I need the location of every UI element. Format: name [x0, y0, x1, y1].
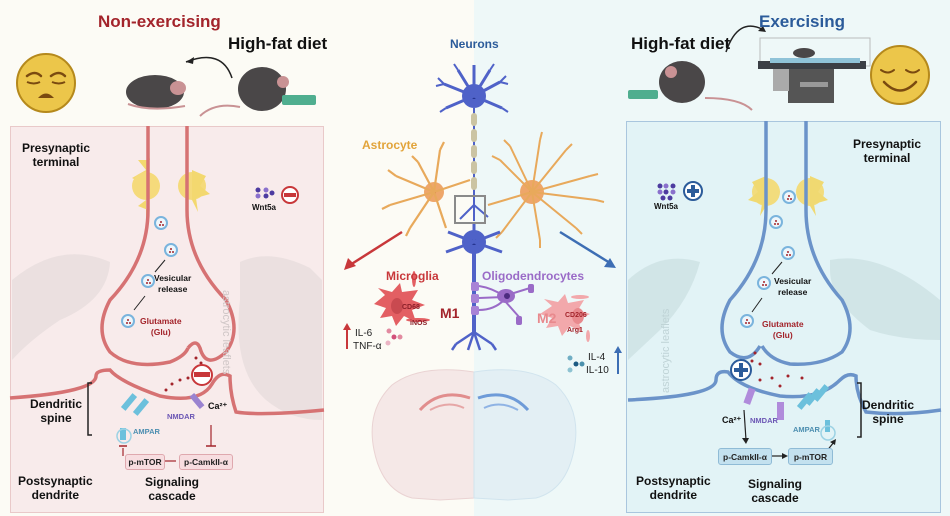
right-title: Exercising	[759, 12, 845, 31]
m1-marker-inos: iNOS	[410, 320, 428, 327]
right-wnt5a-label: Wnt5a	[654, 202, 678, 211]
right-calcium-label: Ca²⁺	[722, 415, 742, 425]
left-presynaptic-line1: Presynaptic	[22, 141, 91, 155]
m1-cytokine-tnfa: TNF-α	[353, 341, 382, 352]
left-glutamate-line1: Glutamate	[140, 316, 182, 326]
left-presynaptic-line2: terminal	[32, 155, 80, 169]
left-mtor-box: p-mTOR	[125, 454, 165, 470]
right-dendritic-line2: spine	[872, 412, 904, 426]
right-ampar-label: AMPAR	[793, 425, 820, 434]
microglia-label: Microglia	[386, 269, 439, 283]
right-vesicular-line1: Vesicular	[774, 276, 812, 286]
left-presynaptic-label: Presynaptic terminal	[22, 141, 90, 169]
m1-marker-cd68: CD68	[402, 304, 420, 311]
right-vesicular-line2: release	[778, 287, 808, 297]
right-postsynaptic-label: Postsynaptic dendrite	[636, 474, 711, 502]
astrocyte-label: Astrocyte	[362, 138, 418, 152]
left-postsynaptic-line1: Postsynaptic	[18, 474, 93, 488]
right-nmdar-label: NMDAR	[750, 416, 778, 425]
oligodendrocytes-label: Oligodendrocytes	[482, 269, 585, 283]
left-title: Non-exercising	[98, 12, 221, 31]
left-dendritic-line1: Dendritic	[30, 397, 83, 411]
left-dendritic-spine-label: Dendritic spine	[30, 397, 82, 425]
left-signaling-label: Signaling cascade	[145, 475, 199, 503]
right-dendritic-spine-label: Dendritic spine	[862, 398, 914, 426]
right-signaling-label: Signaling cascade	[748, 477, 802, 505]
right-glutamate-label: Glutamate (Glu)	[762, 319, 804, 341]
left-postsynaptic-label: Postsynaptic dendrite	[18, 474, 93, 502]
right-astrocytic-leaflets: astrocytic leaflets	[660, 308, 672, 393]
right-camk-box: p-CamkII-α	[718, 448, 772, 465]
right-signaling-line2: cascade	[751, 491, 799, 505]
right-presynaptic-label: Presynaptic terminal	[853, 137, 921, 165]
left-wnt5a-label: Wnt5a	[252, 203, 276, 212]
m2-marker-cd206: CD206	[565, 312, 587, 319]
neurons-label: Neurons	[450, 37, 499, 51]
m2-cytokine-il4: IL-4	[588, 352, 606, 363]
left-vesicular-line2: release	[158, 284, 188, 294]
left-postsynaptic-line2: dendrite	[31, 488, 80, 502]
right-dendritic-line1: Dendritic	[862, 398, 915, 412]
left-nmdar-label: NMDAR	[167, 412, 195, 421]
right-vesicular-label: Vesicular release	[774, 276, 811, 298]
left-camk-box: p-CamkII-α	[179, 454, 233, 470]
right-glutamate-line2: (Glu)	[772, 330, 793, 340]
right-diet-label: High-fat diet	[631, 34, 731, 53]
left-signaling-line2: cascade	[148, 489, 196, 503]
left-astrocytic-leaflets: astrocytic leaflets	[220, 290, 232, 375]
right-presynaptic-line1: Presynaptic	[853, 137, 922, 151]
m2-label: M2	[537, 310, 557, 326]
m2-marker-arg1: Arg1	[567, 327, 583, 334]
left-vesicular-label: Vesicular release	[154, 273, 191, 295]
right-mtor-box: p-mTOR	[788, 448, 833, 465]
left-ampar-label: AMPAR	[133, 427, 160, 436]
right-glutamate-line1: Glutamate	[762, 319, 804, 329]
left-signaling-line1: Signaling	[145, 475, 199, 489]
left-calcium-label: Ca²⁺	[208, 401, 228, 411]
left-glutamate-label: Glutamate (Glu)	[140, 316, 182, 338]
m1-label: M1	[440, 305, 460, 321]
left-vesicular-line1: Vesicular	[154, 273, 192, 283]
exercising-synapse-panel	[626, 121, 941, 513]
left-glutamate-line2: (Glu)	[150, 327, 171, 337]
m2-cytokine-il10: IL-10	[586, 365, 609, 376]
right-postsynaptic-line2: dendrite	[649, 488, 698, 502]
right-presynaptic-line2: terminal	[863, 151, 911, 165]
m1-cytokine-il6: IL-6	[355, 328, 373, 339]
left-diet-label: High-fat diet	[228, 34, 328, 53]
right-postsynaptic-line1: Postsynaptic	[636, 474, 711, 488]
right-signaling-line1: Signaling	[748, 477, 802, 491]
left-dendritic-line2: spine	[40, 411, 72, 425]
